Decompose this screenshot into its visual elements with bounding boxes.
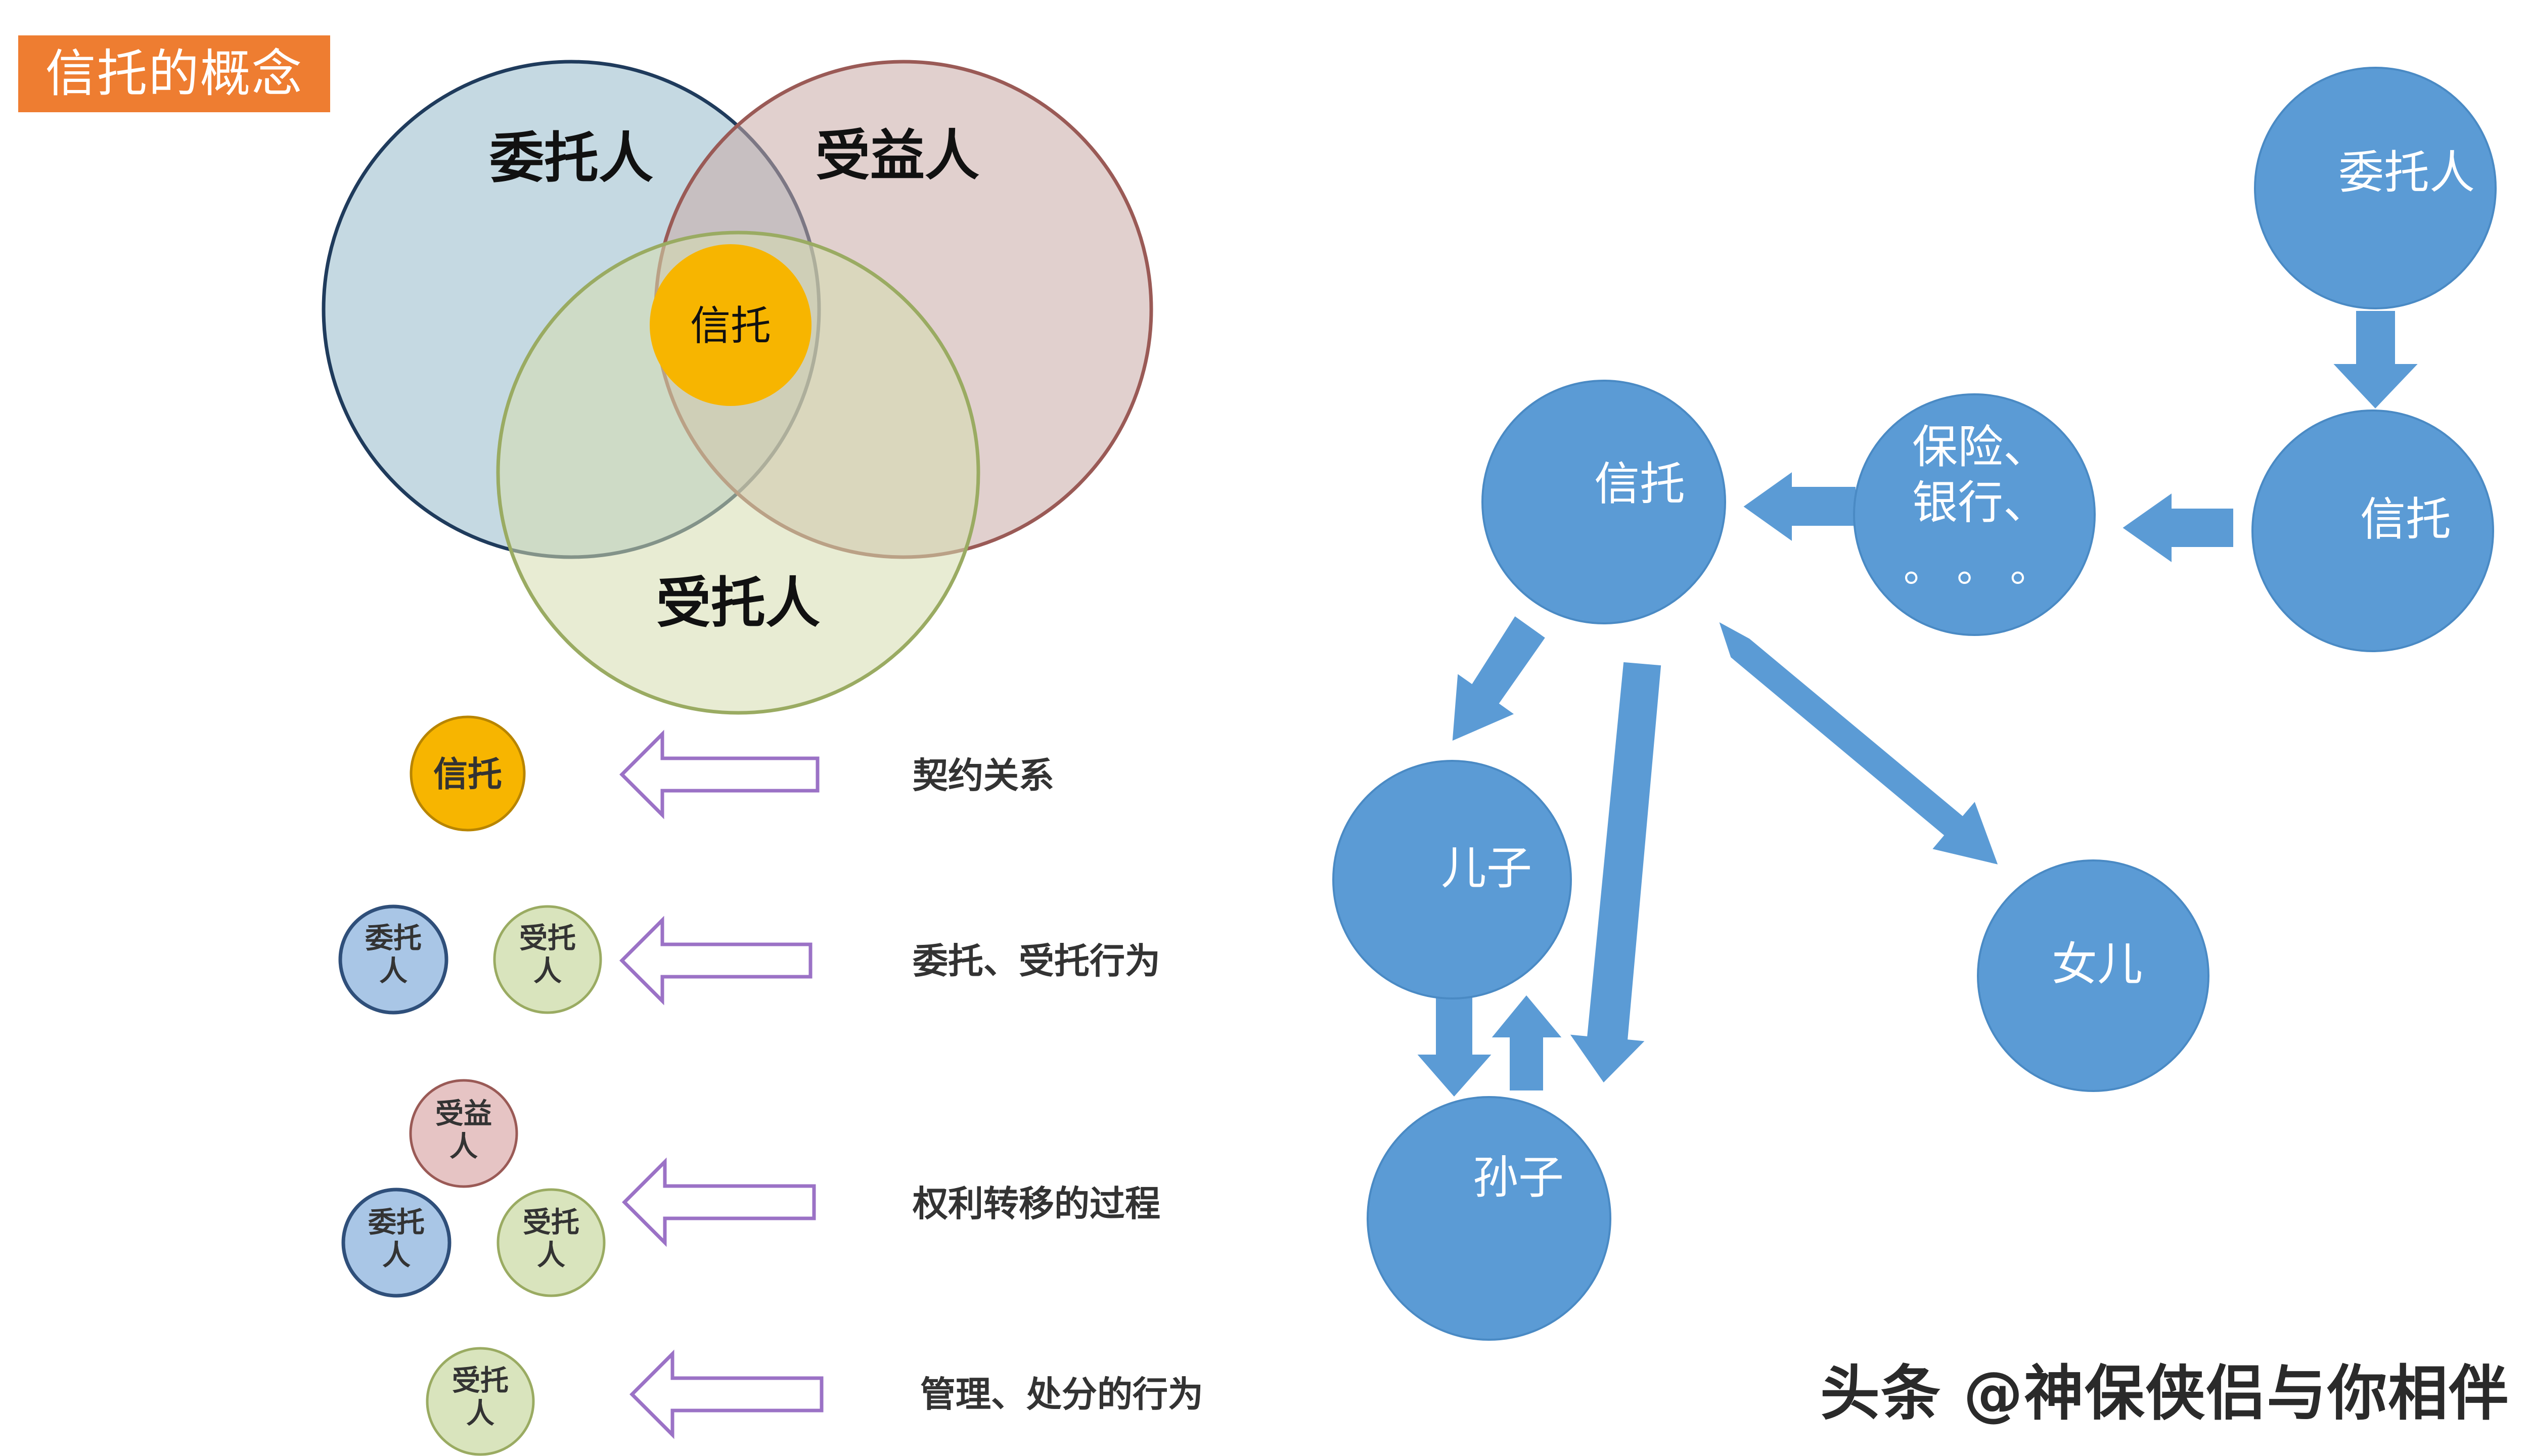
legend-text-contract: 契约关系 (913, 755, 1054, 796)
legend-text-entrust: 委托、受托行为 (913, 940, 1160, 982)
legend-arrow-2 (619, 916, 812, 1006)
legend-icons: 信托 委托 人 受托 人 受益 人 委托 人 受托 人 受托 人 (338, 715, 606, 1456)
legend-beneficiary-label: 受益 (435, 1098, 492, 1130)
flow-daughter-node (1977, 859, 2209, 1092)
flow-arrow-trust-to-daughter (1719, 622, 1998, 864)
flow-insurance-node (1853, 393, 2096, 636)
legend-arrow-1 (619, 730, 820, 820)
legend-arrow-4 (629, 1349, 824, 1439)
legend-trustee-label-2: 人 (533, 955, 562, 988)
watermark: 头条 @神保侠侣与你相伴 (1820, 1358, 2510, 1428)
legend-arrow-3 (622, 1157, 816, 1247)
legend-text-manage: 管理、处分的行为 (920, 1374, 1203, 1415)
flow-settlor-node (2254, 67, 2497, 309)
legend-text-transfer: 权利转移的过程 (912, 1183, 1160, 1224)
legend-trustee-circle-2 (496, 1188, 606, 1297)
legend-trust-label: 信托 (433, 755, 502, 795)
venn-trustee-label: 受托人 (656, 572, 820, 635)
legend-arrows (619, 730, 824, 1439)
flow-son-node (1332, 760, 1572, 999)
venn-trust-center (650, 244, 811, 406)
flow-insurance-label-2: 银行、 (1912, 476, 2049, 529)
legend-settlor-label-3: 委托 (368, 1206, 425, 1239)
flow-arrow-trust-to-grandson (1570, 662, 1661, 1083)
flow-arrow-son-to-grandson (1417, 997, 1492, 1097)
flow-daughter-label: 女儿 (2052, 938, 2143, 991)
legend-trustee-circle-3 (426, 1347, 535, 1456)
flow-arrow-insurance-to-trust (1743, 472, 1856, 541)
flow-settlor-label: 委托人 (2338, 146, 2475, 199)
flow-arrow-settlor-to-trust (2333, 311, 2418, 408)
flow-trust-top-node (2251, 410, 2494, 652)
legend-settlor-label: 委托 (365, 922, 422, 955)
flow-insurance-label-1: 保险、 (1912, 421, 2049, 474)
page-title: 信托的概念 (18, 35, 330, 112)
flow-trust-main-node (1481, 380, 1726, 624)
legend-beneficiary-label-2: 人 (449, 1130, 478, 1163)
legend-trustee-label-6: 人 (466, 1397, 494, 1430)
venn-beneficiary-label: 受益人 (816, 124, 979, 188)
legend-trustee-circle (493, 905, 602, 1014)
flow-trust-top-label: 信托 (2360, 493, 2451, 546)
flow-diagram: 委托人 信托 保险、 银行、 。 。 。 信托 儿子 女儿 孙子 (1332, 67, 2497, 1341)
venn-settlor-label: 委托人 (489, 127, 653, 190)
flow-son-label: 儿子 (1441, 842, 1532, 895)
flow-arrow-grandson-to-son (1492, 995, 1562, 1090)
venn-trust-label: 信托 (690, 302, 771, 349)
legend-trustee-label-3: 受托 (523, 1206, 579, 1239)
flow-insurance-label-3: 。 。 。 (1904, 544, 2051, 591)
legend-trustee-label-4: 人 (537, 1239, 565, 1272)
flow-arrow-trust-to-insurance (2123, 493, 2233, 562)
legend-beneficiary-circle (409, 1079, 518, 1188)
flow-grandson-node (1367, 1096, 1611, 1341)
legend-trustee-label: 受托 (519, 922, 576, 955)
legend-settlor-circle-2 (341, 1188, 452, 1298)
venn-trustee-circle (496, 231, 980, 715)
legend-settlor-label-4: 人 (382, 1239, 411, 1272)
legend-trust-circle (410, 715, 526, 832)
legend-trustee-label-5: 受托 (452, 1364, 509, 1397)
legend-settlor-circle (338, 904, 448, 1015)
flow-trust-main-label: 信托 (1594, 458, 1685, 511)
legend-settlor-label-2: 人 (379, 955, 408, 988)
flow-arrow-trust-to-son (1452, 616, 1545, 741)
venn-diagram: 委托人 受益人 受托人 信托 (322, 60, 1153, 715)
flow-grandson-label: 孙子 (1473, 1151, 1564, 1204)
